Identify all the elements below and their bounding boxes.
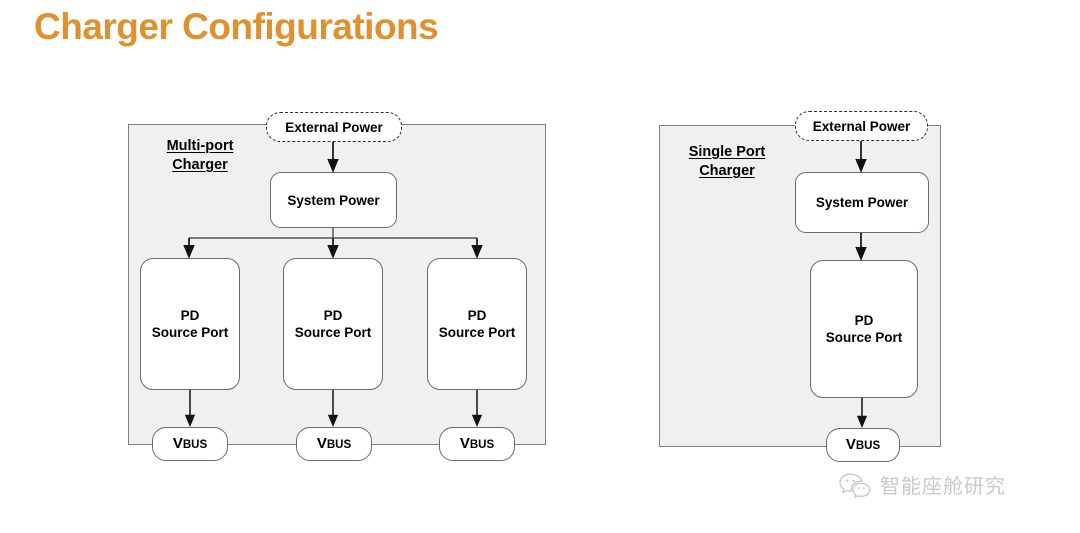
external-power-node-multiport: External Power [266, 112, 402, 142]
external-power-node-singleport: External Power [795, 111, 928, 141]
pd-label-line2-4: Source Port [825, 330, 903, 345]
pd-label-line2-1: Source Port [151, 325, 229, 340]
vbus-bus-3: BUS [469, 438, 495, 451]
vbus-v-1: V [172, 434, 183, 452]
pd-label-line1-3: PD [467, 308, 487, 323]
watermark: 智能座舱研究 [838, 470, 1006, 499]
wechat-bubbles-icon [839, 472, 871, 498]
multiport-charger-title: Multi-port Charger [152, 137, 248, 175]
vbus-label-4: VBUS [846, 436, 880, 455]
vbus-node-2: VBUS [296, 427, 372, 461]
pd-label-line1-2: PD [323, 308, 343, 323]
vbus-v-4: V [845, 435, 856, 453]
system-power-node-singleport: System Power [795, 172, 929, 233]
vbus-bus-1: BUS [182, 438, 208, 451]
pd-source-port-node-1: PD Source Port [140, 258, 240, 390]
single-port-charger-title: Single Port Charger [675, 143, 779, 181]
vbus-node-4: VBUS [826, 428, 900, 462]
multiport-title-line2: Charger [172, 157, 228, 173]
vbus-v-2: V [316, 434, 327, 452]
vbus-label-2: VBUS [317, 435, 351, 454]
vbus-bus-4: BUS [855, 439, 881, 452]
pd-label-line2-3: Source Port [438, 325, 516, 340]
singleport-title-line2: Charger [699, 163, 755, 179]
singleport-title-line1: Single Port [688, 144, 766, 160]
pd-label-line1-4: PD [854, 313, 874, 328]
page-title: Charger Configurations [34, 6, 439, 47]
pd-label-line2-2: Source Port [294, 325, 372, 340]
pd-label-line1-1: PD [180, 308, 200, 323]
watermark-text: 智能座舱研究 [880, 474, 1006, 498]
pd-source-port-node-4: PD Source Port [810, 260, 918, 398]
system-power-node-multiport: System Power [270, 172, 397, 228]
multiport-title-line1: Multi-port [166, 138, 234, 154]
pd-source-port-node-2: PD Source Port [283, 258, 383, 390]
vbus-label-1: VBUS [173, 435, 207, 454]
vbus-bus-2: BUS [326, 438, 352, 451]
vbus-node-1: VBUS [152, 427, 228, 461]
vbus-node-3: VBUS [439, 427, 515, 461]
pd-source-port-node-3: PD Source Port [427, 258, 527, 390]
vbus-v-3: V [459, 434, 470, 452]
vbus-label-3: VBUS [460, 435, 494, 454]
